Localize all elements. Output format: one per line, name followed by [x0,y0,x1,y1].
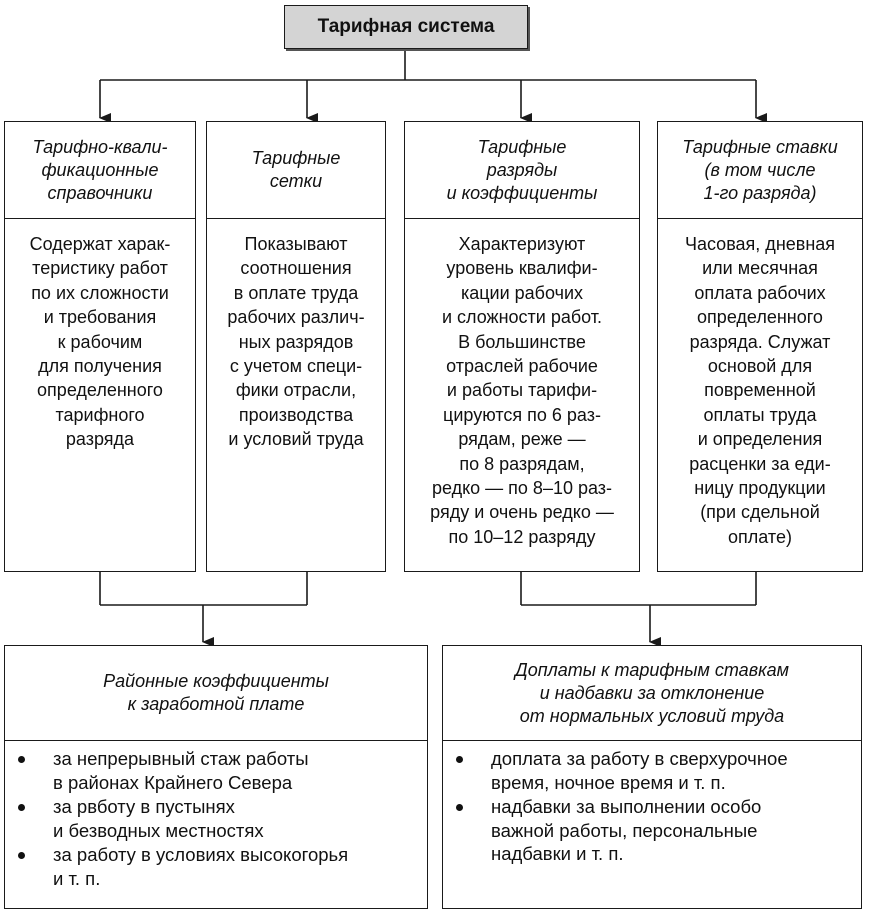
column-heading: Тарифно-квали- фикационные справочники [5,122,195,219]
bullet-icon [456,804,463,811]
column-body: Часовая, дневная или месячная оплата раб… [684,234,836,547]
bullet-icon [456,756,463,763]
column-body: Содержат харак- теристику работ по их сл… [29,234,171,450]
allowances-heading: Доплаты к тарифным ставкам и надбавки за… [443,646,861,741]
column-tariff-grades: Тарифные разряды и коэффициенты Характер… [404,121,640,572]
allowances-box: Доплаты к тарифным ставкам и надбавки за… [442,645,862,909]
column-heading: Тарифные сетки [207,122,385,219]
regional-coefficients-heading: Районные коэффициенты к заработной плате [5,646,427,741]
column-body: Показывают соотношения в оплате труда ра… [227,234,365,450]
regional-coefficients-box: Районные коэффициенты к заработной плате… [4,645,428,909]
diagram-title: Тарифная система [284,5,528,49]
list-item: доплата за работу в сверхурочное время, … [443,747,861,794]
column-tariff-rates: Тарифные ставки (в том числе 1-го разряд… [657,121,863,572]
bullet-icon [18,756,25,763]
column-body: Характеризуют уровень квалифи- кации раб… [430,234,614,547]
column-heading: Тарифные разряды и коэффициенты [405,122,639,219]
column-tariff-grids: Тарифные сетки Показывают соотношения в … [206,121,386,572]
list-item: надбавки за выполнении особо важной рабо… [443,795,861,866]
list-item: за работу в условиях высокогорья и т. п. [5,843,427,890]
list-item: за рвботу в пустынях и безводных местнос… [5,795,427,842]
bullet-icon [18,804,25,811]
column-qualification-handbooks: Тарифно-квали- фикационные справочники С… [4,121,196,572]
list-item: за непрерывный стаж работы в районах Кра… [5,747,427,794]
column-heading: Тарифные ставки (в том числе 1-го разряд… [658,122,862,219]
bullet-icon [18,852,25,859]
